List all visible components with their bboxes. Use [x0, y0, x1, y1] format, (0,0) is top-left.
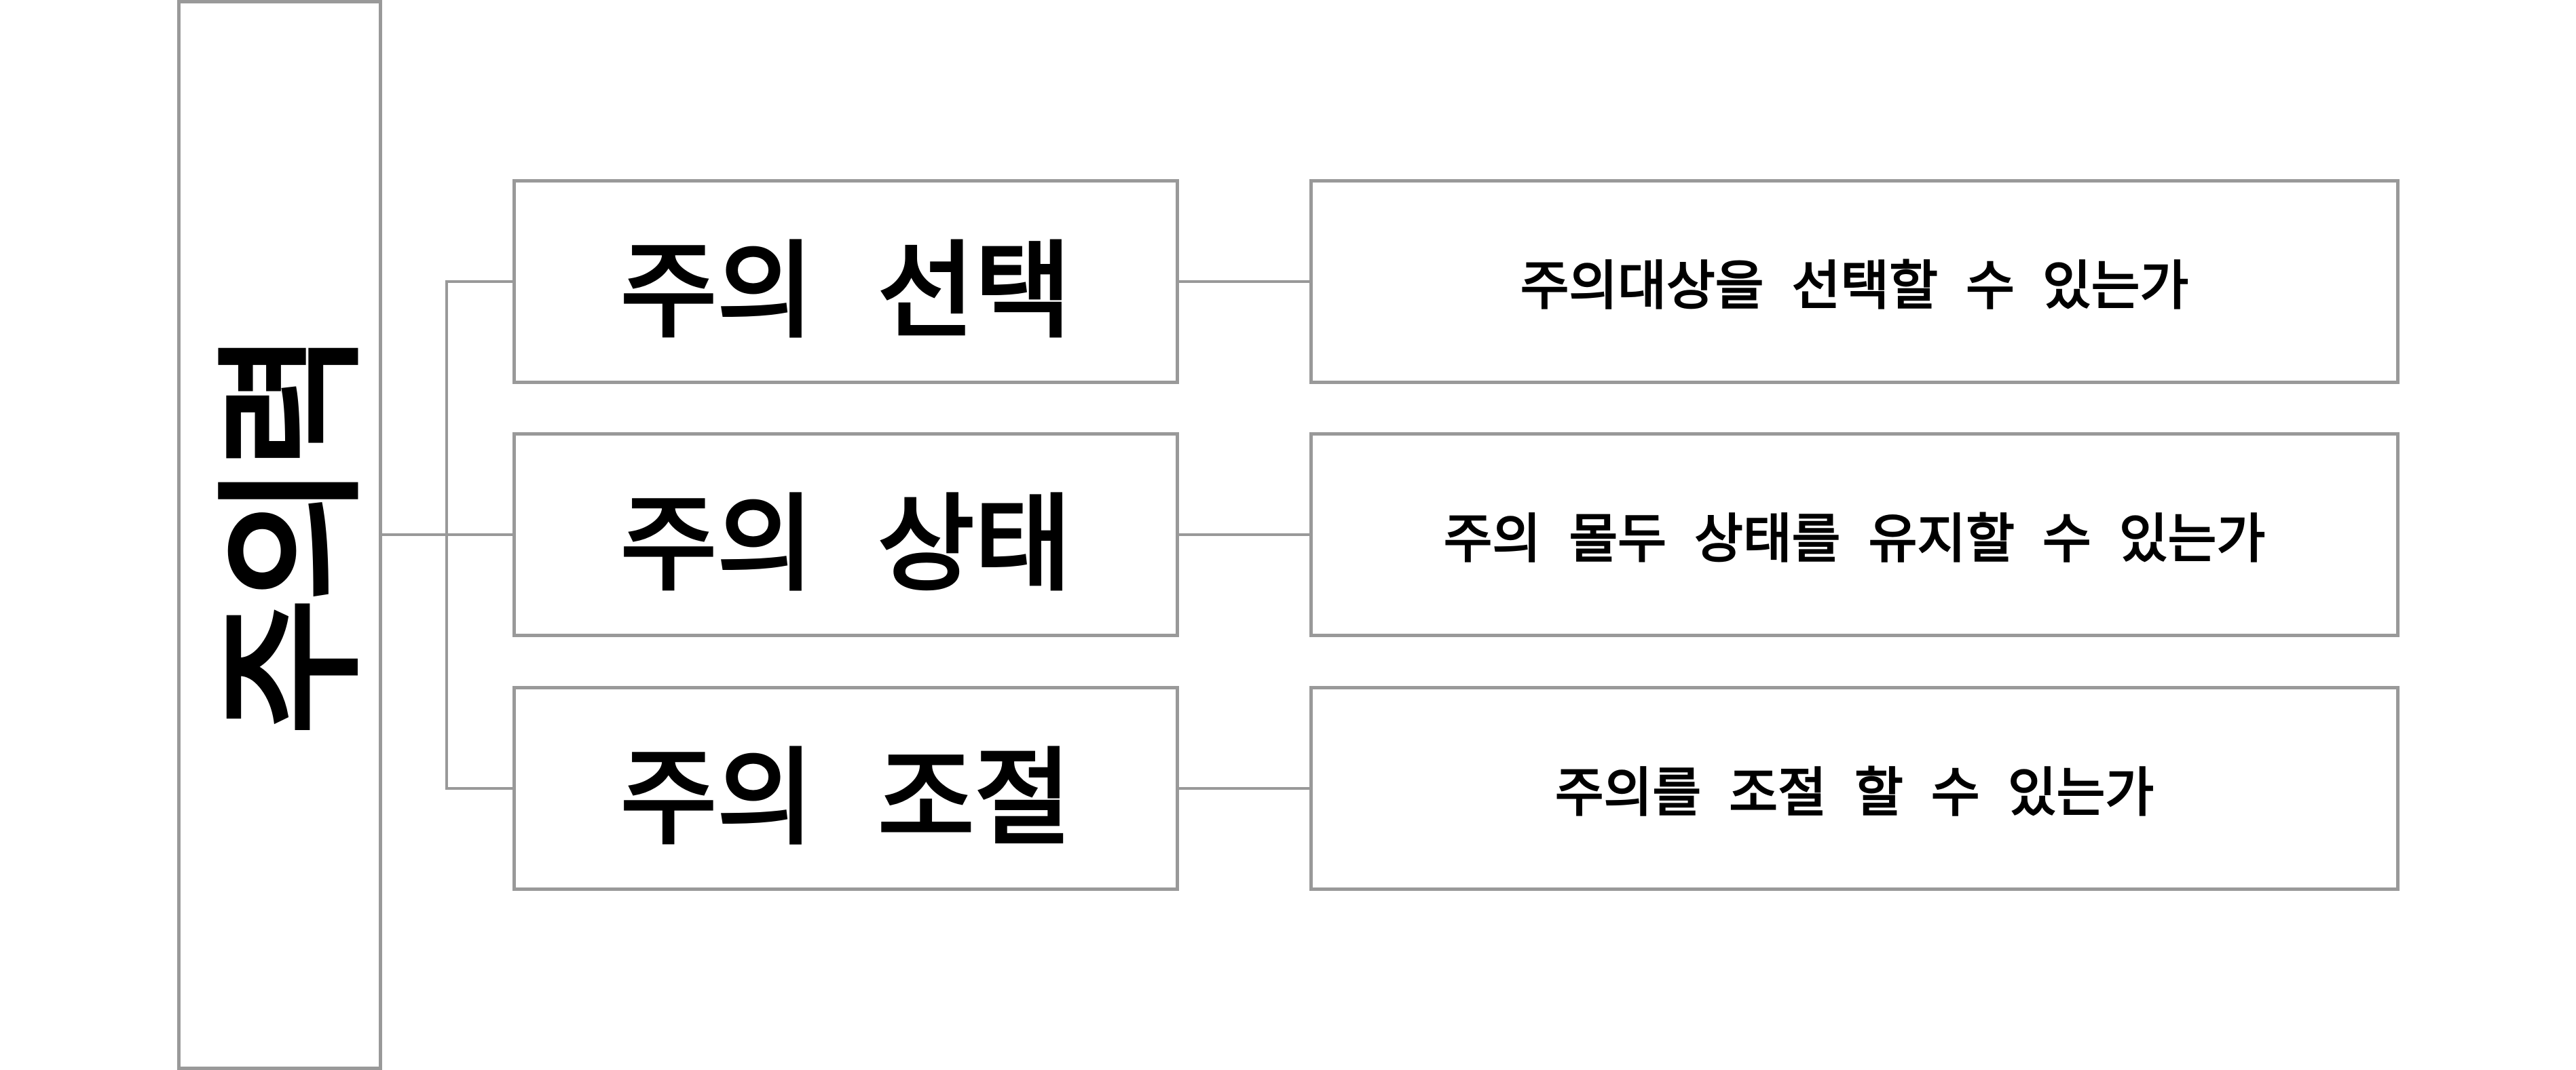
- connector-branch-3: [445, 787, 512, 790]
- branch-label: 주의 선택: [620, 229, 1072, 353]
- branch-node-attention-control: 주의 조절: [512, 686, 1179, 891]
- branch-label: 주의 조절: [620, 736, 1072, 860]
- connector-desc-1: [1179, 280, 1309, 283]
- description-node-2: 주의 몰두 상태를 유지할 수 있는가: [1309, 432, 2400, 637]
- branch-node-attention-state: 주의 상태: [512, 432, 1179, 637]
- branch-label: 주의 상태: [620, 482, 1072, 606]
- connector-desc-3: [1179, 787, 1309, 790]
- connector-desc-2: [1179, 533, 1309, 536]
- description-text: 주의를 조절 할 수 있는가: [1554, 763, 2154, 824]
- connector-branch-2: [445, 533, 512, 536]
- branch-node-attention-selection: 주의 선택: [512, 179, 1179, 384]
- root-node: 주의력: [177, 0, 382, 1070]
- description-node-1: 주의대상을 선택할 수 있는가: [1309, 179, 2400, 384]
- connector-branch-1: [445, 280, 512, 283]
- description-node-3: 주의를 조절 할 수 있는가: [1309, 686, 2400, 891]
- connector-root: [381, 533, 447, 536]
- description-text: 주의대상을 선택할 수 있는가: [1520, 256, 2189, 317]
- root-label: 주의력: [206, 335, 380, 735]
- description-text: 주의 몰두 상태를 유지할 수 있는가: [1443, 509, 2266, 570]
